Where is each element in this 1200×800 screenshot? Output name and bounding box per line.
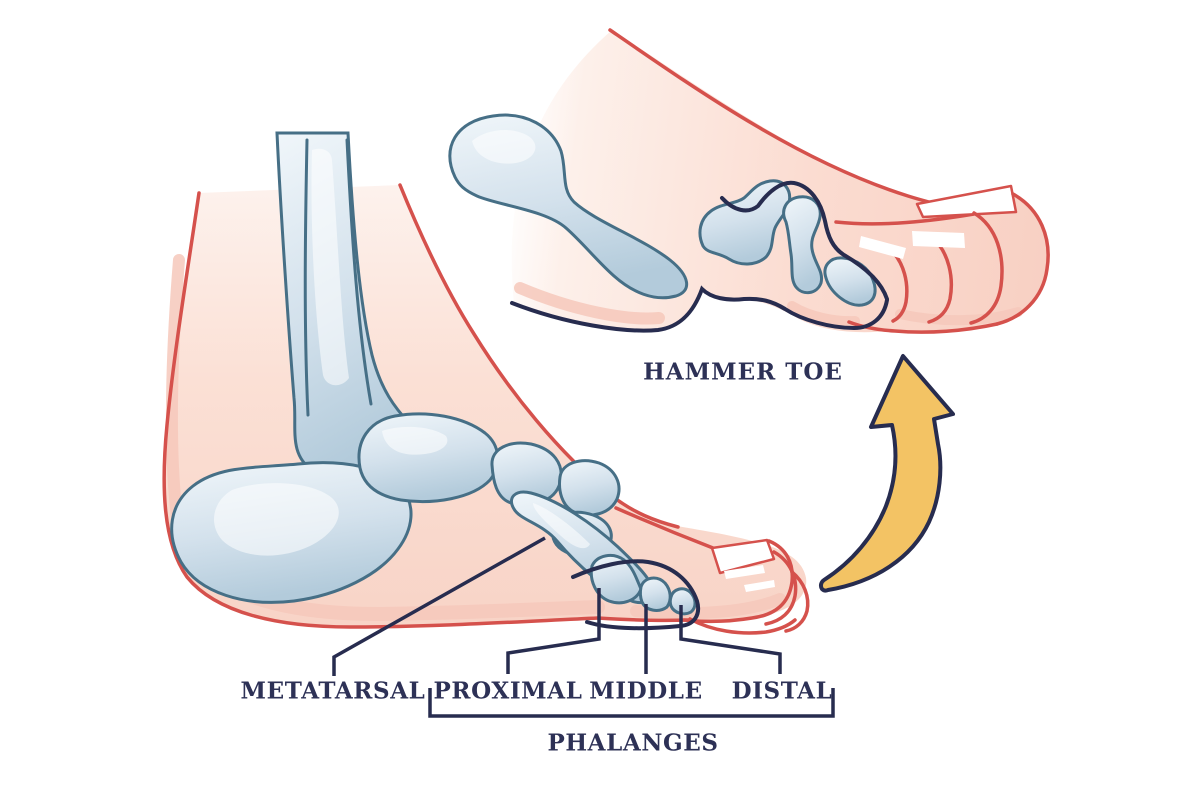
closeup-middle-phalanx-bone	[782, 195, 824, 295]
talus-highlight	[382, 426, 448, 455]
phalanges-label: PHALANGES	[547, 729, 719, 757]
third-toe-arc	[784, 570, 810, 633]
hammer-toe-closeup-illustration	[448, 28, 1050, 334]
proximal-leader-line	[506, 588, 601, 674]
proximal-label: PROXIMAL	[433, 677, 583, 705]
middle-phalanx-bone	[638, 576, 672, 612]
closeup-big-toe-nail	[915, 184, 1018, 219]
closeup-nail-sliver-1	[912, 231, 965, 248]
big-toe-nail	[710, 538, 776, 575]
second-toe-arc	[764, 550, 798, 626]
metatarsal-leader-line	[332, 536, 546, 676]
toe-bottom-arc	[688, 617, 797, 635]
middle-label: MIDDLE	[589, 677, 703, 705]
skin-outline-top	[398, 183, 680, 529]
distal-phalanx-bone	[668, 587, 697, 616]
toe-nail-sliver-1	[724, 565, 765, 579]
curved-up-arrow-icon	[818, 354, 955, 593]
closeup-fourth-toe-arc	[889, 248, 909, 323]
closeup-big-toe-front	[995, 192, 1050, 326]
leg-edge-shading	[165, 254, 185, 524]
closeup-nail-sliver-2	[859, 236, 906, 259]
distal-leader-line	[679, 605, 782, 674]
skin-outline-left	[162, 191, 690, 629]
phalanges-bracket	[428, 688, 835, 718]
leader-lines	[332, 536, 835, 718]
calcaneus-highlight	[213, 483, 339, 556]
tibia-inner-line	[303, 138, 310, 417]
metatarsal-label: METATARSAL	[240, 677, 426, 705]
closeup-toes-shading	[895, 307, 1023, 326]
distal-label: DISTAL	[731, 677, 833, 705]
foot-skeleton-illustration	[162, 131, 810, 635]
hammer-toe-label: HAMMER TOE	[643, 358, 843, 386]
big-toe-front-line	[682, 539, 795, 624]
closeup-second-toe-arc	[969, 211, 1004, 325]
closeup-metatarsal-highlight	[472, 130, 536, 164]
cuneiform-bone	[558, 459, 621, 517]
toe-sole-shading	[630, 593, 786, 620]
metatarsal-highlight	[533, 503, 590, 549]
fibula-inner-line	[345, 138, 373, 406]
closeup-sole-shading	[514, 282, 665, 325]
talus-bone	[357, 412, 500, 504]
toe-nail-sliver-2	[744, 580, 775, 592]
closeup-hammer-contour-bottom	[510, 285, 889, 333]
big-toe-top-line	[614, 506, 715, 550]
tibia-highlight	[311, 148, 349, 386]
closeup-hammer-contour-top	[720, 180, 889, 301]
closeup-third-toe-arc	[927, 236, 954, 324]
